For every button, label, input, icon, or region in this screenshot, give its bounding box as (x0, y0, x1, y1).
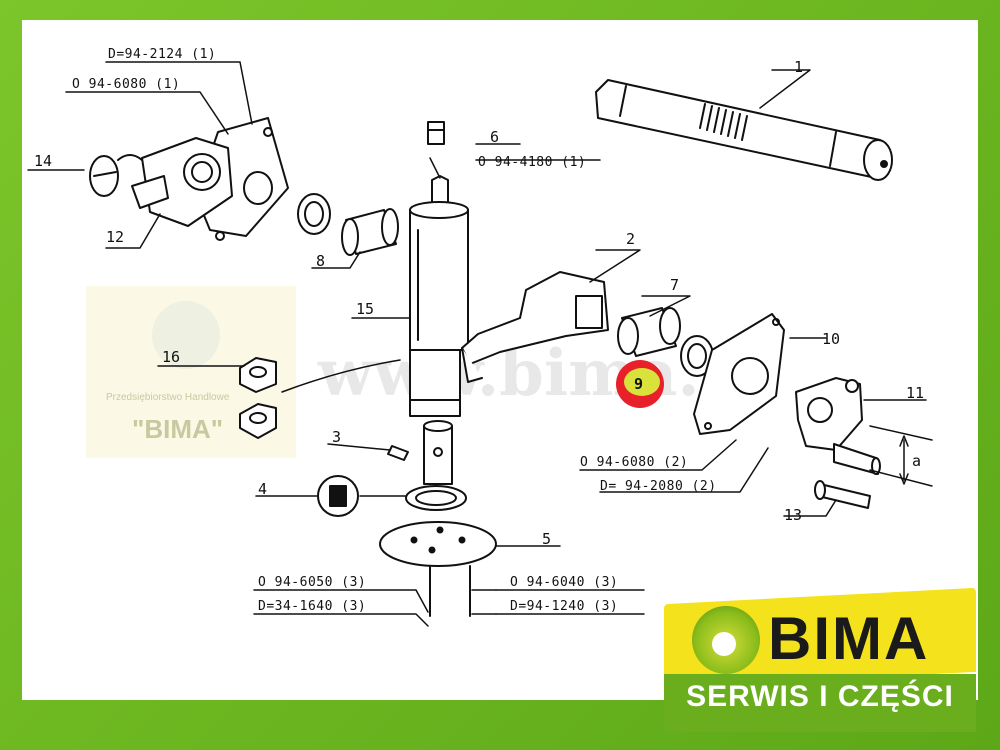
part-10-plate (693, 313, 785, 435)
callout-15: 15 (356, 300, 374, 318)
part-2-lift-arm (461, 271, 609, 383)
watermark-ball (152, 301, 220, 369)
part-13-bolt (814, 480, 871, 509)
part-12-housing (131, 117, 289, 241)
callout-11: 11 (906, 384, 924, 402)
watermark-name: "BIMA" (132, 414, 223, 444)
ref-34-1640: D=34-1640 (3) (258, 599, 366, 614)
callout-10: 10 (822, 330, 840, 348)
logo-tagline: SERWIS I CZĘŚCI (686, 680, 954, 713)
callout-16: 16 (162, 348, 180, 366)
coupler-sleeve (423, 420, 453, 485)
callout-8: 8 (316, 252, 325, 270)
callout-6: 6 (490, 128, 499, 146)
part-15-cylinder (409, 175, 469, 417)
part-5-plate (379, 521, 497, 617)
ref-94-2080: D= 94-2080 (2) (600, 479, 717, 494)
highlight-fill (624, 368, 660, 396)
dimension-a (869, 425, 933, 487)
ref-94-2124: D=94-2124 (1) (108, 47, 216, 62)
callout-3: 3 (332, 428, 341, 446)
ref-94-6050: O 94-6050 (3) (258, 575, 366, 590)
part-16-nut (239, 357, 401, 439)
logo-green-panel (664, 674, 976, 732)
ref-94-6040: O 94-6040 (3) (510, 575, 618, 590)
callout-14: 14 (34, 152, 52, 170)
part-1-shaft (595, 79, 893, 181)
callout-9: 9 (634, 375, 643, 393)
ref-94-6080-top: O 94-6080 (1) (72, 77, 180, 92)
part-14-linch-pin (89, 154, 143, 197)
part-4-washer (317, 475, 467, 517)
callout-a: a (912, 452, 921, 470)
callout-2: 2 (626, 230, 635, 248)
callout-1: 1 (794, 58, 803, 76)
part-11-bracket (795, 377, 881, 475)
part-9-highlight[interactable]: 9 (616, 360, 664, 408)
part-7-bushing (617, 307, 681, 357)
callout-4: 4 (258, 480, 267, 498)
logo-brand: BIMA (768, 605, 930, 672)
part-6-grease-nipple (427, 121, 445, 145)
callout-5: 5 (542, 530, 551, 548)
ref-94-6080-right: O 94-6080 (2) (580, 455, 688, 470)
logo-ball-highlight (712, 632, 736, 656)
leader-lines (27, 61, 927, 627)
callout-7: 7 (670, 276, 679, 294)
callout-13: 13 (784, 506, 802, 524)
watermark-company: Przedsiębiorstwo Handlowe (106, 392, 230, 403)
part-3-pin (387, 445, 409, 461)
ref-94-1240: D=94-1240 (3) (510, 599, 618, 614)
callout-12: 12 (106, 228, 124, 246)
part-8-bushing (297, 193, 399, 256)
bima-logo: BIMA SERWIS I CZĘŚCI (664, 587, 976, 736)
ref-94-4180: O 94-4180 (1) (478, 155, 586, 170)
